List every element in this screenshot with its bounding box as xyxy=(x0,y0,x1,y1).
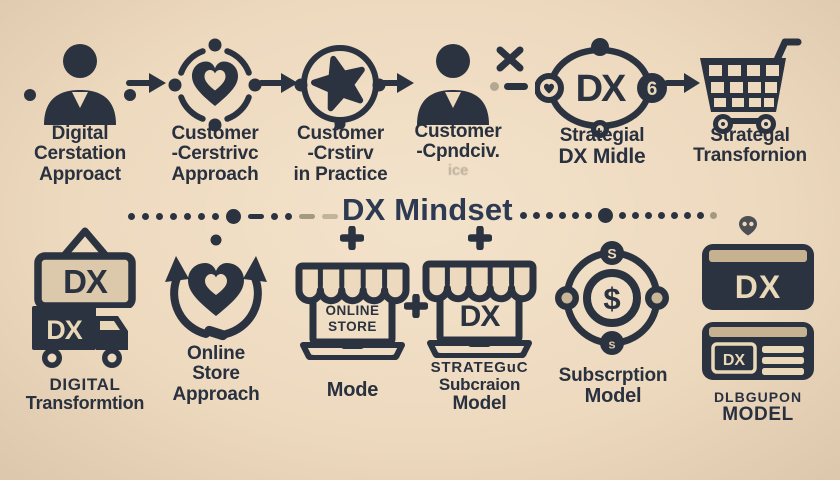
figure-label: Customer -Cpndciv. ice xyxy=(392,121,524,179)
svg-text:DX: DX xyxy=(735,269,781,305)
label-line: Transformtion xyxy=(25,393,145,414)
figure-label: STRATEGuC Subcraion Model xyxy=(402,359,557,415)
figure-label: Subscrption Model xyxy=(535,365,691,408)
dx-orbit-icon: DX 6 xyxy=(535,38,667,138)
label-line: Approach xyxy=(172,383,260,405)
arrow-right-icon xyxy=(664,73,700,93)
figure-label: DIGITAL Transformtion xyxy=(0,375,170,414)
plus-icon xyxy=(468,226,492,250)
figure-label: Mode xyxy=(300,379,405,401)
svg-text:DX: DX xyxy=(46,315,82,345)
pin-icon xyxy=(739,216,757,236)
dx-card-icon: DX xyxy=(702,244,814,310)
svg-text:DX: DX xyxy=(63,263,108,300)
connector-dash xyxy=(504,83,528,90)
label-line: -Cpndciv. xyxy=(416,141,500,163)
svg-text:S: S xyxy=(607,246,616,262)
label-line: Customer xyxy=(171,123,259,144)
label-line: Subcraion xyxy=(438,375,521,395)
label-line: Strategal xyxy=(710,125,790,146)
label-line: Digital xyxy=(51,123,109,144)
label-line: Cerstation xyxy=(34,143,126,165)
online-store-icon: ONLINE STORE xyxy=(295,262,410,360)
svg-text:$: $ xyxy=(603,281,620,316)
svg-text:DX: DX xyxy=(723,352,746,369)
dx-sign-icon: DX xyxy=(34,227,136,308)
figure-label: Digital Cerstation Approact xyxy=(10,123,150,185)
dotted-line-left xyxy=(128,209,338,224)
label-line: Transfornion xyxy=(693,145,807,167)
label-line: Online xyxy=(187,343,245,364)
label-line: DIGITAL xyxy=(49,375,121,394)
label-line: Strategial xyxy=(559,125,645,146)
figure-label: Strategal Transfornion xyxy=(668,125,832,167)
label-line: Subscrption xyxy=(558,365,668,386)
plus-icon xyxy=(404,294,428,318)
figure-label: Online Store Approach xyxy=(140,343,292,405)
svg-text:DX: DX xyxy=(576,68,627,110)
figure-label: Customer -Crstirv in Practice xyxy=(268,123,413,185)
heart-orbit-icon xyxy=(168,38,262,132)
connector-dot xyxy=(490,82,499,91)
heart-cycle-icon xyxy=(165,234,267,341)
label-line: Approach xyxy=(171,163,259,185)
cart-icon xyxy=(700,38,802,134)
label-line: Customer xyxy=(296,123,385,144)
label-line: STRATEGuC xyxy=(430,359,529,376)
arrow-right-icon xyxy=(374,73,414,93)
dx-store-icon: DX xyxy=(422,260,537,358)
svg-text:6: 6 xyxy=(647,79,658,100)
star-orbit-icon xyxy=(294,45,386,130)
arrow-right-icon xyxy=(258,73,298,93)
ghost-label-line: ice xyxy=(447,161,469,179)
label-line: -Crstirv xyxy=(307,143,374,165)
label-line: Model xyxy=(452,393,507,415)
label-line: Model xyxy=(584,385,642,408)
label-line: Mode xyxy=(326,379,379,401)
label-line: MODEL xyxy=(722,403,794,425)
arrow-right-icon xyxy=(126,73,166,93)
user-dots-icon xyxy=(24,44,136,125)
dollar-orbit-icon: $ S s xyxy=(555,241,669,355)
label-line: -Cerstrivc xyxy=(171,143,259,165)
svg-text:s: s xyxy=(608,337,615,352)
svg-text:ONLINE: ONLINE xyxy=(325,303,379,318)
label-line: Approact xyxy=(39,163,121,185)
figure-label: DLBGUPON MODEL xyxy=(688,390,828,425)
svg-text:STORE: STORE xyxy=(328,319,377,334)
label-line: DX Midle xyxy=(558,145,646,169)
dx-truck-icon: DX xyxy=(32,306,128,368)
svg-text:DX: DX xyxy=(460,300,501,333)
user-x-icon xyxy=(417,44,524,125)
label-line: Store xyxy=(192,363,240,385)
figure-label: Customer -Cerstrivc Approach xyxy=(142,123,288,185)
dx-browser-card-icon: DX xyxy=(702,322,814,380)
figure-label: Strategial DX Midle xyxy=(528,125,676,169)
plus-icon xyxy=(340,226,364,250)
dotted-line-right xyxy=(520,208,717,223)
label-line: Customer xyxy=(414,121,502,142)
label-line: in Practice xyxy=(293,163,388,185)
label-line: DLBGUPON xyxy=(713,389,803,405)
diagram-title: DX Mindset xyxy=(342,192,513,227)
